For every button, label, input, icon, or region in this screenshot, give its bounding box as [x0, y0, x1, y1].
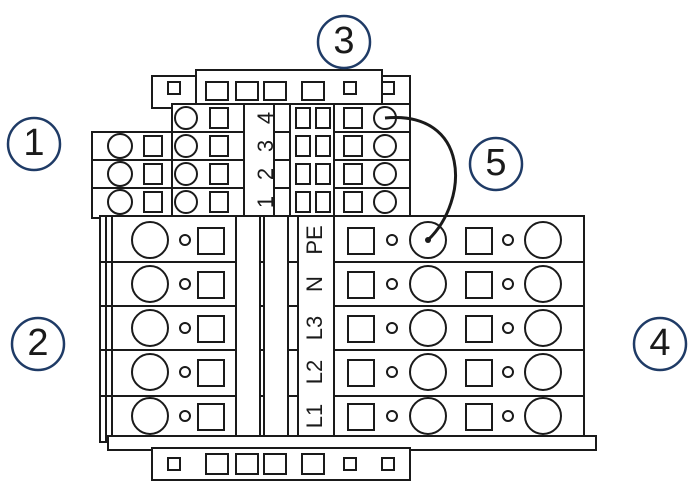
large-block-label-l1: L1	[302, 404, 327, 428]
small-block-label-1: 1	[253, 196, 278, 208]
large-block-label-group: PE N L3 L2 L1	[302, 225, 327, 428]
callout-1: 1	[6, 116, 62, 172]
callout-5-label: 5	[485, 142, 506, 184]
large-block-label-pe: PE	[302, 225, 327, 254]
small-block-label-group: 4 3 2 1	[253, 112, 278, 208]
jumper-wire	[384, 116, 457, 242]
callout-4-label: 4	[649, 322, 670, 364]
large-block-ports	[131, 221, 562, 435]
large-block-label-l2: L2	[302, 360, 327, 384]
small-block-label-2: 2	[253, 168, 278, 180]
callout-4: 4	[632, 316, 688, 372]
large-block-label-l3: L3	[302, 316, 327, 340]
jumper-wire-end	[425, 237, 431, 243]
callout-3: 3	[316, 14, 372, 70]
large-terminal-block	[99, 215, 597, 451]
callout-1-label: 1	[23, 122, 44, 164]
callout-2: 2	[10, 316, 66, 372]
bottom-rail-clamp	[151, 447, 411, 481]
small-block-label-3: 3	[253, 140, 278, 152]
small-block-ports	[107, 106, 397, 215]
callout-2-label: 2	[27, 322, 48, 364]
large-block-label-n: N	[302, 276, 327, 292]
top-rail-clamp	[151, 69, 411, 109]
callout-5: 5	[468, 136, 524, 192]
callout-3-label: 3	[333, 20, 354, 62]
small-block-label-4: 4	[253, 112, 278, 124]
